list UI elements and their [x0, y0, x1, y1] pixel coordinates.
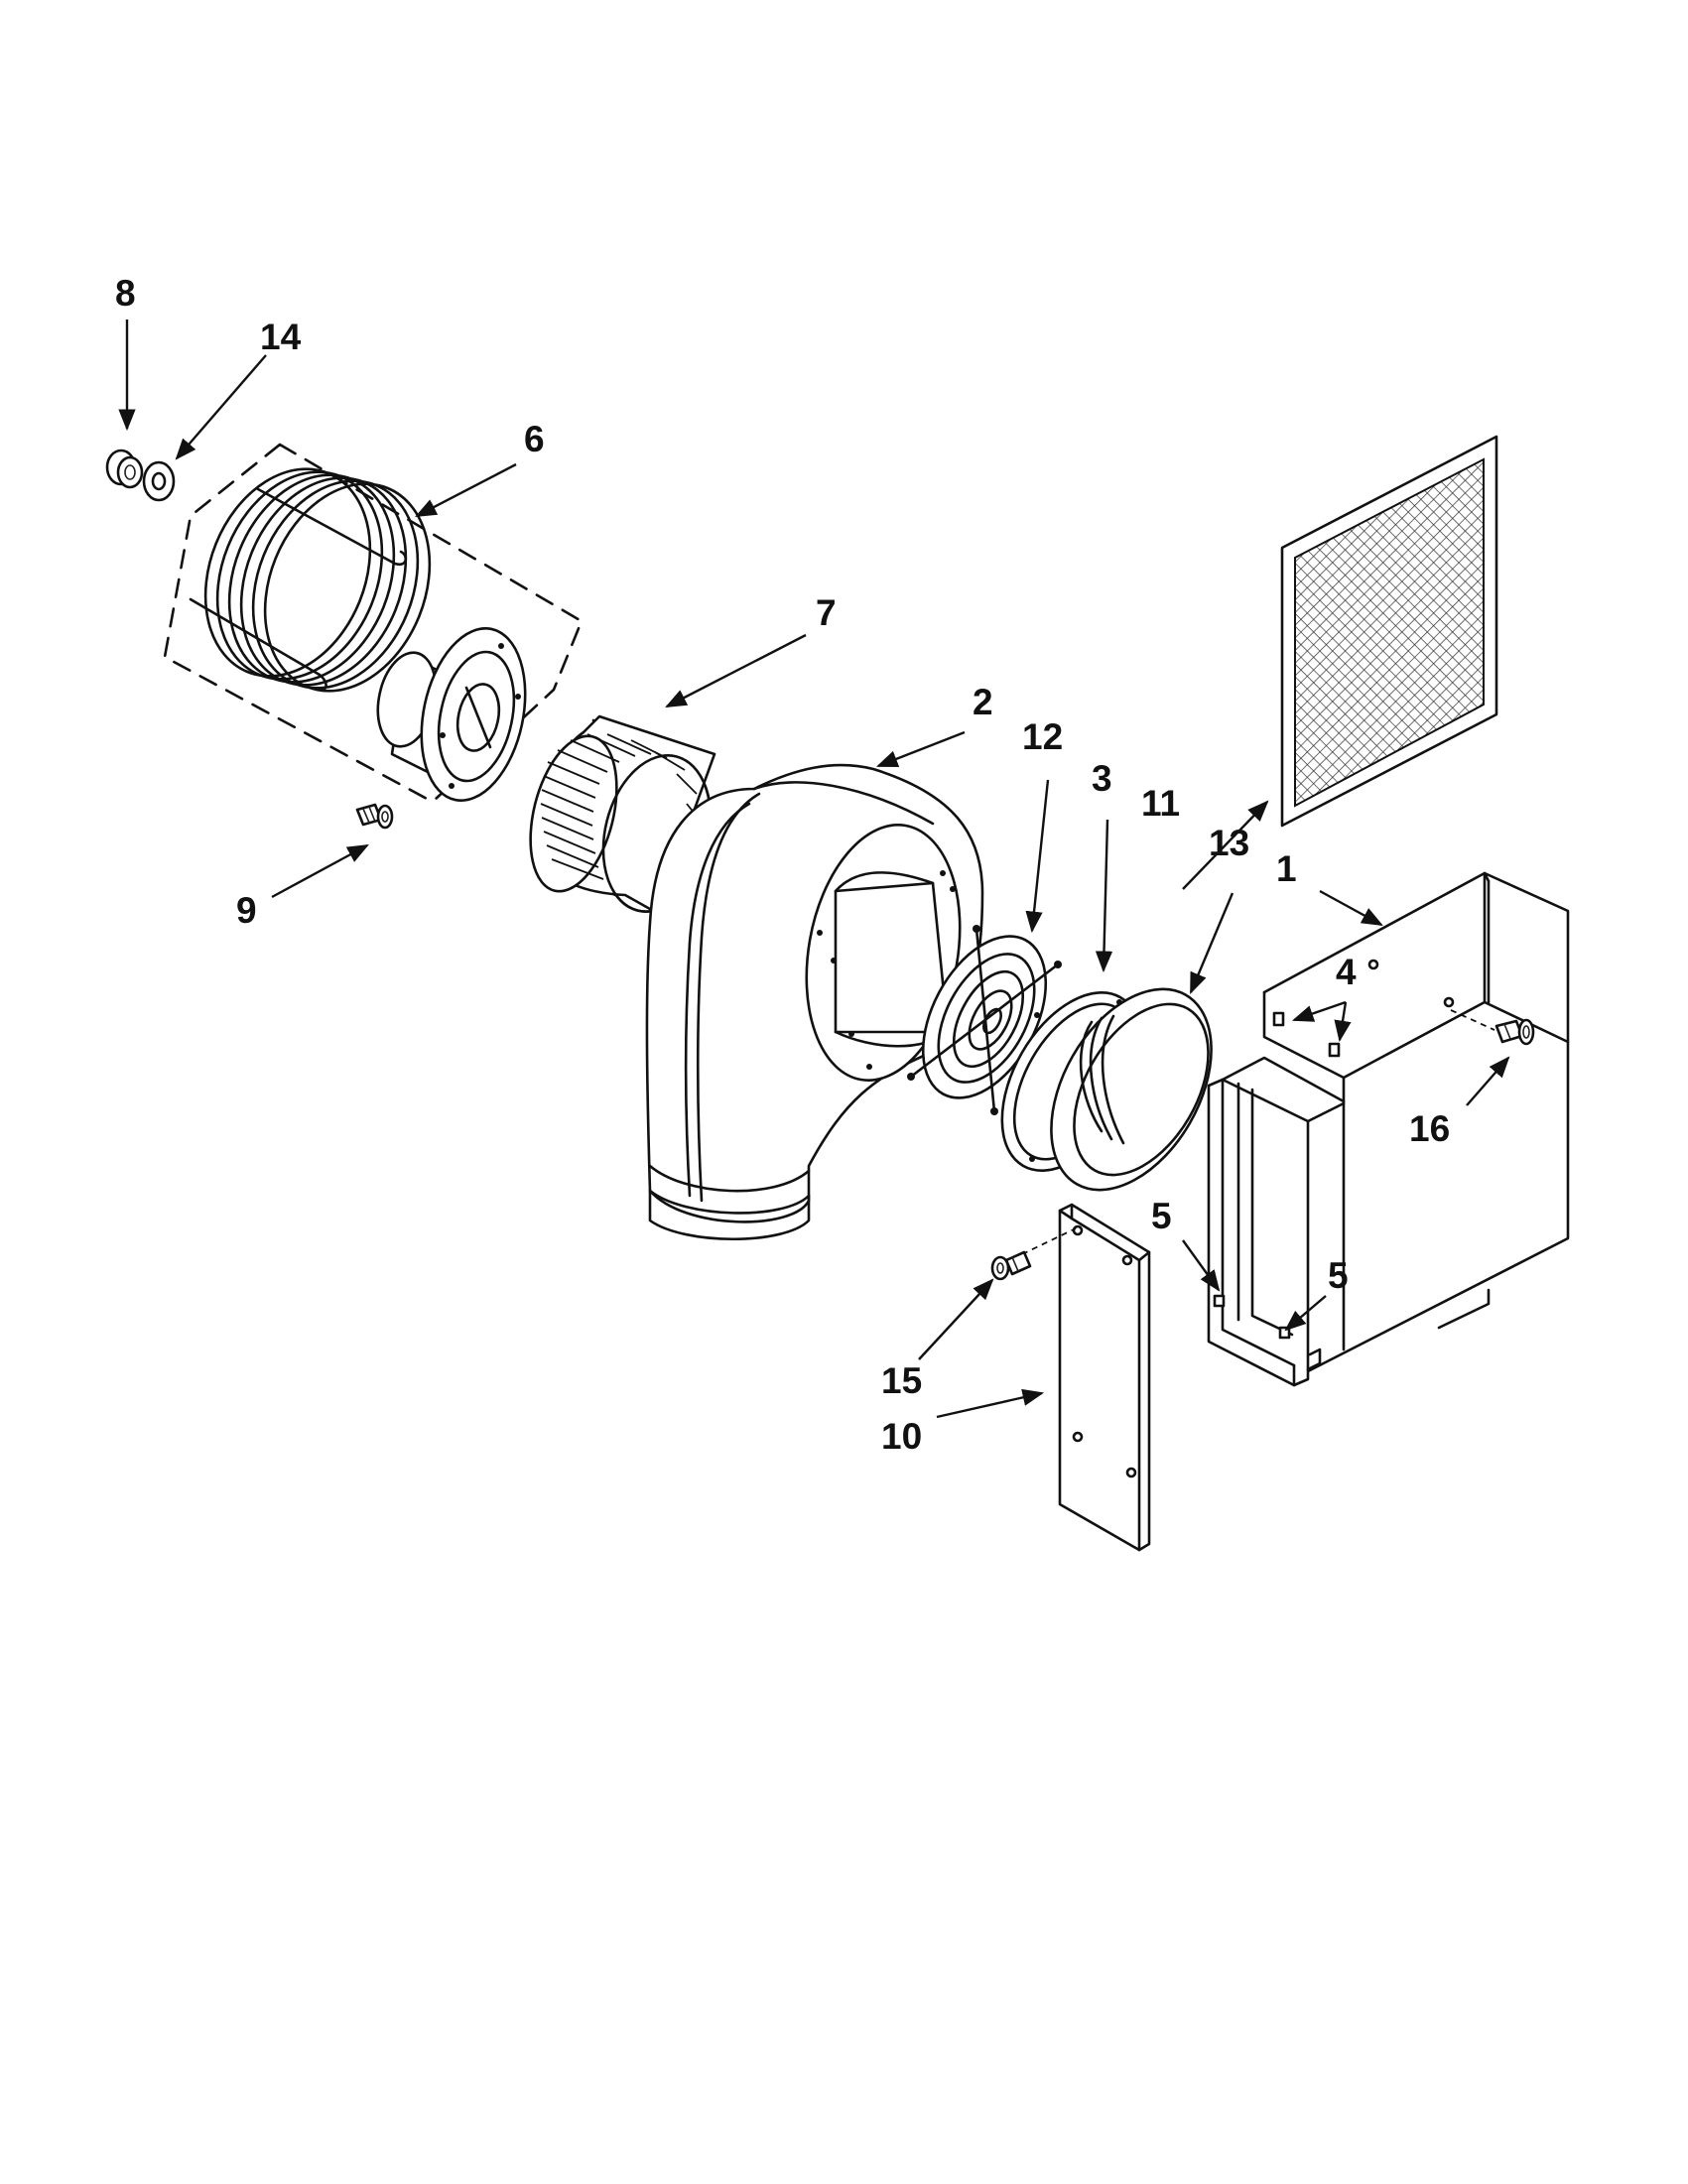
callout-2: 2 — [973, 682, 993, 722]
part-16-screw — [1450, 1009, 1535, 1046]
callout-5a: 5 — [1151, 1196, 1172, 1236]
callout-16: 16 — [1409, 1108, 1450, 1149]
part-12-finger-guard — [907, 925, 1062, 1115]
part-9-screw — [355, 803, 394, 830]
motor — [376, 626, 527, 803]
callout-6: 6 — [524, 419, 545, 459]
part-10-panel — [1058, 1203, 1151, 1552]
callout-1: 1 — [1276, 848, 1297, 889]
part-15-screw — [990, 1227, 1077, 1281]
callout-12: 12 — [1022, 716, 1063, 757]
leader-lines — [118, 320, 1510, 1419]
callout-7: 7 — [816, 592, 837, 633]
callout-15: 15 — [881, 1360, 922, 1401]
callout-5b: 5 — [1328, 1255, 1349, 1296]
callout-14: 14 — [260, 317, 302, 357]
part-1-cabinet — [1207, 871, 1570, 1387]
part-2-blower-housing — [645, 763, 984, 1241]
callout-10: 10 — [881, 1416, 922, 1457]
part-6-motor-assembly — [163, 443, 584, 803]
callout-3: 3 — [1092, 758, 1112, 799]
part-8-nut — [105, 449, 144, 489]
callout-9: 9 — [236, 890, 257, 931]
callout-8: 8 — [115, 273, 136, 314]
part-11-mesh-filter — [1280, 435, 1498, 828]
callout-labels: 8 14 6 7 2 12 3 11 13 1 4 16 9 5 5 15 10 — [115, 273, 1450, 1457]
motor-coil-bracket — [189, 467, 432, 693]
callout-13: 13 — [1209, 823, 1249, 863]
callout-4: 4 — [1336, 952, 1357, 992]
part-13-collar — [1050, 987, 1213, 1192]
callout-11: 11 — [1141, 783, 1180, 824]
part-14-washer — [142, 460, 176, 502]
